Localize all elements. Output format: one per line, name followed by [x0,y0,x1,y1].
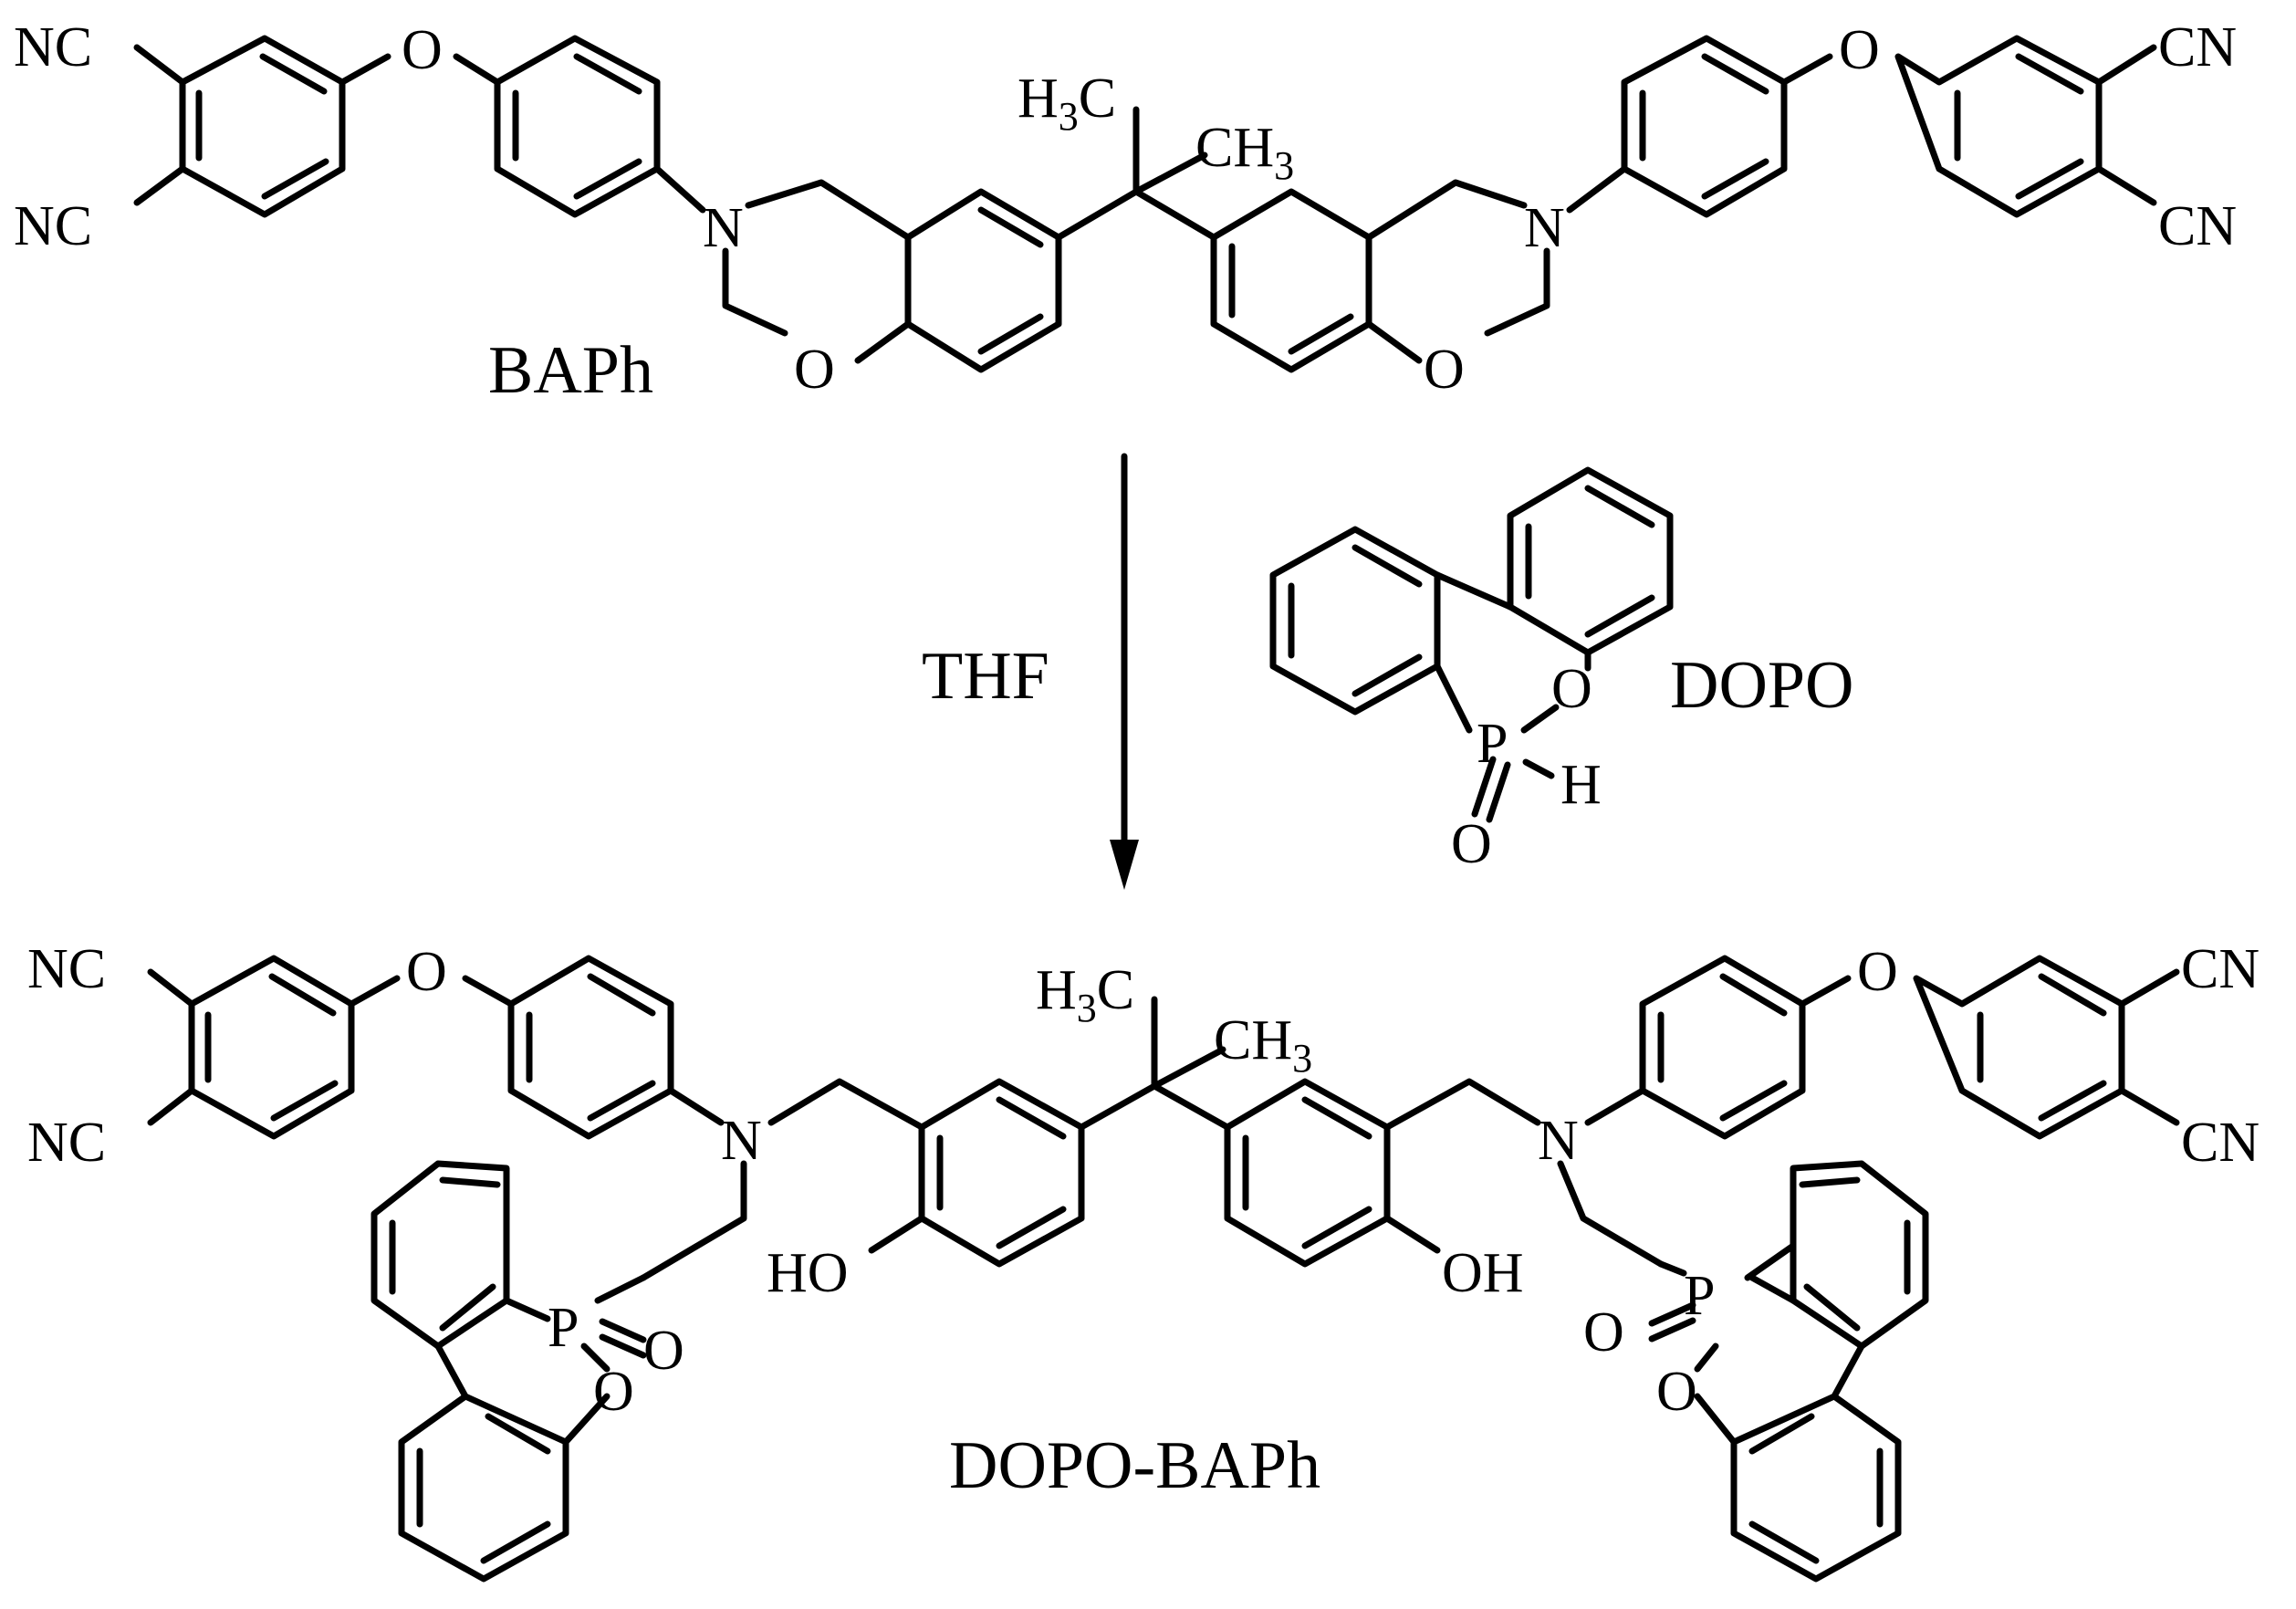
baph-right-phenylene-ring [1566,35,1833,218]
baph-cn-top-right: CN [2158,16,2237,78]
baph-left-benzo-ring [904,188,1140,373]
baph-compound-label: BAPh [488,333,653,408]
baph-n-left: N [703,197,744,259]
product-ether-o-right: O [1857,941,1898,1003]
baph-ether-o-right: O [1839,19,1880,81]
dopo-baph-structure: NC NC O N H3C CH3 HO OH N O CN CN P O O … [27,938,2259,1583]
product-right-dopo-unit [1648,1160,1929,1583]
baph-nc-top-left: NC [14,16,92,78]
dopo-h: H [1560,754,1602,816]
dopo-p: P [1477,713,1508,775]
baph-right-benzo-ring [1210,188,1372,373]
product-right-p: P [1684,1265,1715,1327]
baph-h3c: H3C [1018,68,1116,139]
baph-ch3: CH3 [1195,117,1294,188]
product-ether-o-left: O [406,941,447,1003]
baph-left-phthalonitrile-ring [133,35,391,218]
product-n-right: N [1538,1110,1579,1172]
baph-structure: NC NC O N O H3C CH3 O N O CN CN BAPh [14,16,2237,408]
baph-right-phthalonitrile-ring [1894,35,2157,218]
product-right-ring-o: O [1656,1361,1697,1423]
product-left-oxo-o: O [643,1320,684,1382]
product-ho-left: HO [767,1242,849,1304]
product-right-oxo-o: O [1583,1301,1624,1363]
product-n-left: N [721,1110,762,1172]
baph-n-right: N [1524,197,1565,259]
product-nc-bottom-left: NC [27,1112,106,1174]
product-cn-bottom-right: CN [2181,1112,2259,1174]
baph-cn-bottom-right: CN [2158,195,2237,257]
reaction-arrow [1110,453,1139,890]
product-oh-right: OH [1442,1242,1524,1304]
product-h3c: H3C [1036,959,1134,1030]
dopo-ring-o: O [1551,658,1592,720]
product-nc-top-left: NC [27,938,106,1000]
product-left-phenylene-ring [462,955,725,1140]
dopo-baph-compound-label: DOPO-BAPh [949,1428,1320,1503]
dopo-structure: O P H O DOPO [1269,466,1853,875]
dopo-oxo-o: O [1451,813,1492,875]
baph-ether-o-left: O [402,19,443,81]
product-left-phthalonitrile-ring [147,955,401,1140]
product-left-p: P [548,1297,579,1359]
product-left-phenol-ring [868,1078,1158,1268]
product-left-dopo-unit [370,1160,647,1583]
baph-right-oxazine-ring [1365,179,1550,364]
baph-left-phenylene-ring [453,35,706,218]
baph-o-left-oxazine: O [794,339,835,401]
dopo-compound-label: DOPO [1670,648,1853,723]
product-cn-top-right: CN [2181,938,2259,1000]
product-right-phenylene-ring [1639,955,1852,1140]
product-left-ring-o: O [593,1361,634,1423]
baph-o-right-oxazine: O [1424,339,1465,401]
product-right-phenol-ring [1224,1078,1541,1268]
baph-nc-bottom-left: NC [14,195,92,257]
product-ch3: CH3 [1214,1009,1312,1081]
product-right-phthalonitrile-ring [1913,955,2180,1140]
baph-left-oxazine-ring [722,179,912,364]
solvent-label: THF [922,639,1049,714]
baph-isopropylidene [1132,106,1217,241]
